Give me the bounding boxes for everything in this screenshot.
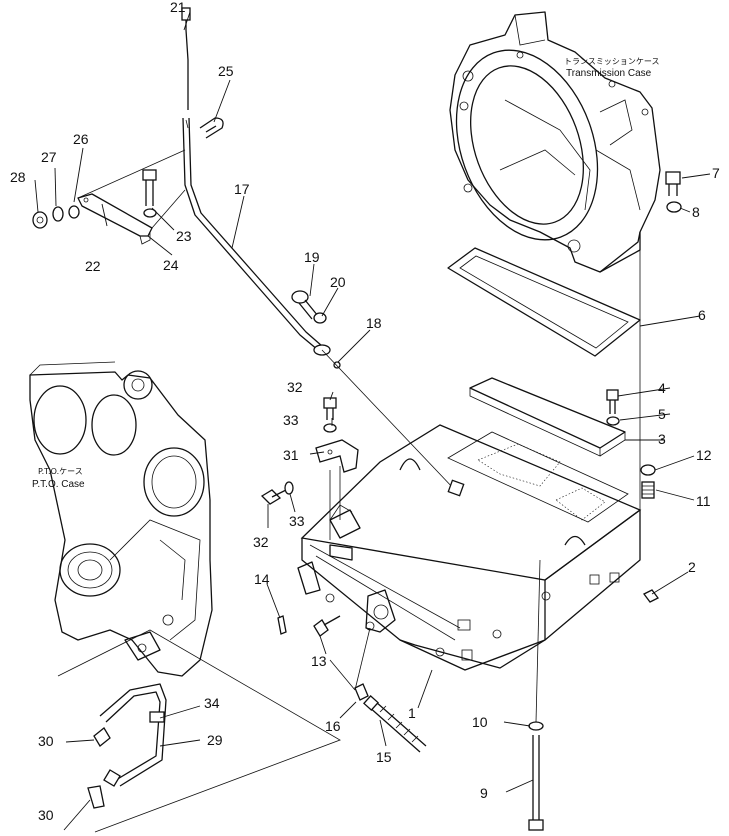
pto-case-caption-jp: P.T.O.ケース	[38, 467, 83, 476]
part-number-19: 19	[304, 249, 320, 265]
part-number-27: 27	[41, 149, 57, 165]
part-number-8: 8	[692, 204, 700, 220]
gasket	[447, 247, 641, 357]
bracket	[77, 193, 153, 245]
part-number-2: 2	[688, 559, 696, 575]
main-housing	[297, 424, 642, 671]
part-number-23: 23	[176, 228, 192, 244]
part-number-17: 17	[234, 181, 250, 197]
part-number-10: 10	[472, 714, 488, 730]
part-number-20: 20	[330, 274, 346, 290]
part-number-30-lower: 30	[38, 807, 54, 823]
part-number-31: 31	[283, 447, 299, 463]
part-number-32-upper: 32	[287, 379, 303, 395]
part-number-29: 29	[207, 732, 223, 748]
part-number-13: 13	[311, 653, 327, 669]
part-number-5: 5	[658, 406, 666, 422]
part-number-15: 15	[376, 749, 392, 765]
part-number-labels: 1 2 3 4 5 6 7 8 9 10 11 12 13 14 15 16 1…	[10, 0, 720, 823]
part-number-16: 16	[325, 718, 341, 734]
part-number-34: 34	[204, 695, 220, 711]
part-number-3: 3	[658, 431, 666, 447]
transmission-case	[449, 11, 661, 273]
part-number-30-upper: 30	[38, 733, 54, 749]
part-number-32-lower: 32	[253, 534, 269, 550]
transmission-case-caption-jp: トランスミッションケース	[564, 57, 659, 66]
part-number-21: 21	[170, 0, 186, 15]
part-number-24: 24	[163, 257, 179, 273]
part-number-33-upper: 33	[283, 412, 299, 428]
transmission-case-caption-en: Transmission Case	[566, 68, 652, 79]
mounting-bracket	[260, 397, 359, 505]
part-number-1: 1	[408, 705, 416, 721]
part-number-11: 11	[696, 493, 711, 509]
assembly-lines	[57, 119, 641, 833]
clip	[199, 117, 224, 139]
cover-plate	[469, 377, 626, 457]
part-number-4: 4	[658, 380, 666, 396]
part-number-12: 12	[696, 447, 712, 463]
part-number-28: 28	[10, 169, 26, 185]
part-number-25: 25	[218, 63, 234, 79]
bolt-washer	[291, 290, 341, 369]
part-number-26: 26	[73, 131, 89, 147]
pto-case-caption-en: P.T.O. Case	[32, 479, 85, 490]
bolt	[142, 169, 157, 218]
small-hardware	[32, 205, 80, 229]
part-number-33-lower: 33	[289, 513, 305, 529]
part-number-22: 22	[85, 258, 101, 274]
part-number-18: 18	[366, 315, 382, 331]
part-number-7: 7	[712, 165, 720, 181]
part-number-9: 9	[480, 785, 488, 801]
callout-leaders	[34, 11, 711, 831]
part-number-6: 6	[698, 307, 706, 323]
part-number-14: 14	[254, 571, 270, 587]
pto-case	[29, 361, 213, 677]
